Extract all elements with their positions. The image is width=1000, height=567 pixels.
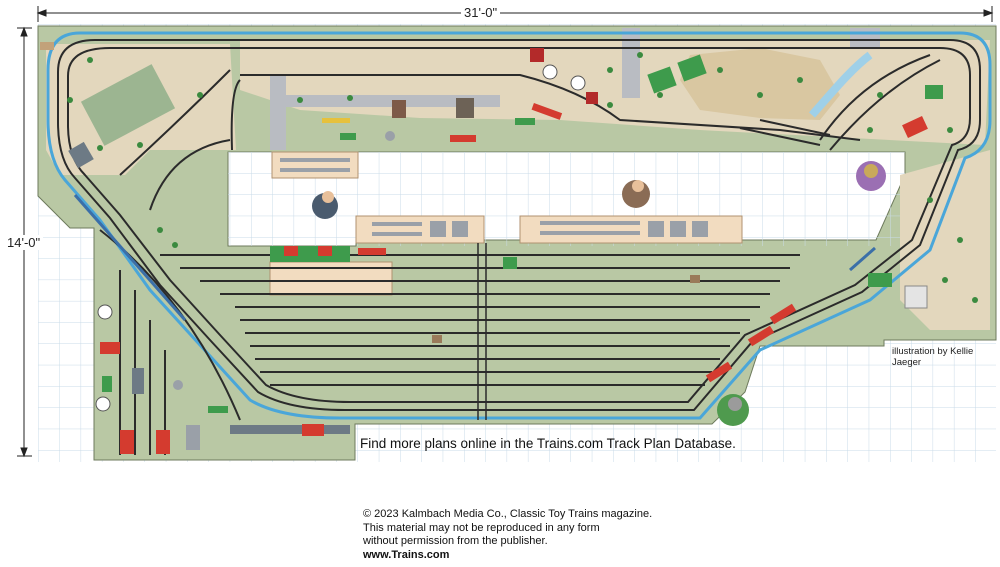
track-loops: [57, 39, 981, 411]
right-curve-tracks: [739, 54, 941, 151]
width-dimension-label: 31'-0": [461, 5, 501, 20]
copyright-line-2: This material may not be reproduced in a…: [363, 521, 600, 534]
rolling-stock-and-structures: [40, 42, 943, 454]
mountain-area: [680, 48, 840, 120]
promo-text: Find more plans online in the Trains.com…: [360, 436, 736, 451]
operator-figure-4: [717, 394, 749, 426]
copyright-line-3: without permission from the publisher.: [363, 535, 548, 547]
operator-figure-3: [856, 161, 886, 191]
cross-bridge: [477, 243, 487, 420]
trees: [67, 52, 978, 303]
platform-canopies: [280, 158, 708, 237]
illustration-credit: illustration by Kellie Jaeger: [892, 346, 974, 368]
river: [809, 51, 873, 118]
operator-figure-1: [312, 191, 338, 219]
track-plan-diagram: [17, 6, 997, 462]
operator-figure-2: [622, 180, 650, 208]
trains-url: www.Trains.com: [363, 548, 450, 561]
width-dimension-line: [36, 6, 994, 22]
copyright-block: © 2023 Kalmbach Media Co., Classic Toy T…: [363, 508, 652, 562]
truss-bridge: [73, 194, 876, 321]
roads: [270, 28, 880, 150]
mainline-loop: [46, 31, 992, 420]
yard-tracks: [160, 254, 800, 386]
height-dimension-label: 14'-0": [4, 235, 44, 250]
copyright-line-1: © 2023 Kalmbach Media Co., Classic Toy T…: [363, 508, 653, 520]
scenery-right: [900, 150, 990, 330]
